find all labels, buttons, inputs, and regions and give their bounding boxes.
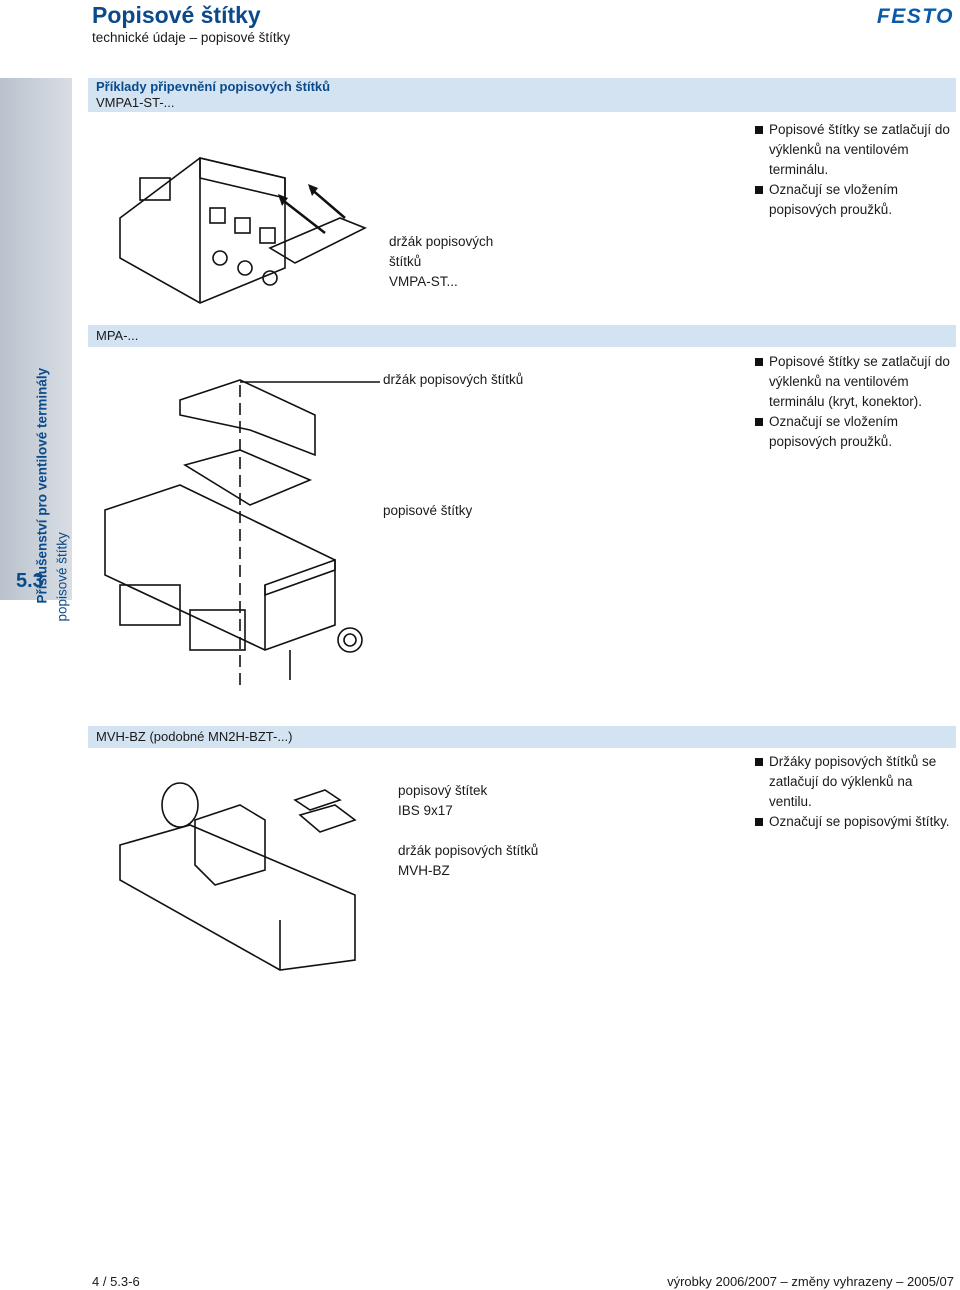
footer-note: výrobky 2006/2007 – změny vyhrazeny – 20… xyxy=(667,1274,954,1289)
vmpa-holder-callout: držák popisových štítků VMPA-ST... xyxy=(389,234,494,289)
mvh-holder-callout: držák popisových štítků MVH-BZ xyxy=(398,843,539,878)
page-number: 4 / 5.3-6 xyxy=(92,1274,140,1289)
page-title: Popisové štítky xyxy=(92,2,261,28)
section1-bullets: Popisové štítky se zatlačují do výklenků… xyxy=(755,120,950,220)
mvh-label-callout: popisový štítek IBS 9x17 xyxy=(398,783,488,818)
list-item: Popisové štítky se zatlačují do výklenků… xyxy=(755,120,950,180)
sidebar-subtitle: popisové štítky xyxy=(54,532,70,622)
list-item: Držáky popisových štítků se zatlačují do… xyxy=(755,752,955,812)
section3-bullets: Držáky popisových štítků se zatlačují do… xyxy=(755,752,955,832)
list-item: Označují se vložením popisových proužků. xyxy=(755,412,955,452)
section1-header: Příklady připevnění popisových štítků VM… xyxy=(88,78,956,112)
section2-model: MPA-... xyxy=(96,328,139,343)
list-item: Označují se vložením popisových proužků. xyxy=(755,180,950,220)
list-item: Označují se popisovými štítky. xyxy=(755,812,955,832)
sidebar-tab: Příslušenství pro ventilové terminály po… xyxy=(0,78,72,622)
page-subtitle: technické údaje – popisové štítky xyxy=(92,30,291,45)
section2-header: MPA-... xyxy=(88,325,956,347)
mpa-holder-callout: držák popisových štítků xyxy=(383,372,524,387)
sidebar-title: Příslušenství pro ventilové terminály xyxy=(34,367,50,604)
section-number: 5.3 xyxy=(16,570,44,592)
mvh-valve-illustration xyxy=(119,782,357,971)
section1-model: VMPA1-ST-... xyxy=(96,95,175,110)
mpa-labels-callout: popisové štítky xyxy=(383,503,473,518)
list-item: Popisové štítky se zatlačují do výklenků… xyxy=(755,352,955,412)
leader-lines xyxy=(240,381,380,383)
section1-heading: Příklady připevnění popisových štítků xyxy=(96,79,331,94)
vmpa-terminal-illustration xyxy=(119,156,367,304)
section3-model: MVH-BZ (podobné MN2H-BZT-...) xyxy=(96,729,293,744)
mpa-terminal-illustration xyxy=(104,379,363,690)
section2-bullets: Popisové štítky se zatlačují do výklenků… xyxy=(755,352,955,452)
festo-logo: FESTO xyxy=(876,5,954,28)
section3-header: MVH-BZ (podobné MN2H-BZT-...) xyxy=(88,726,956,748)
